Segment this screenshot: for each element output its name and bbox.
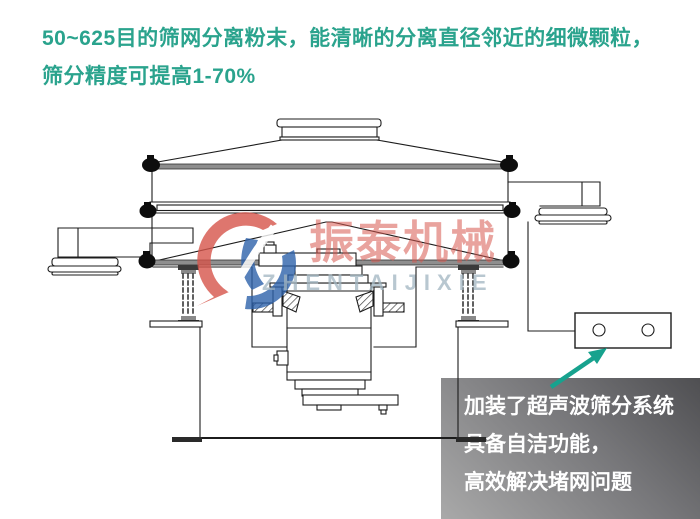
dust-cover-cone [151, 139, 509, 164]
callout-line-3: 高效解决堵网问题 [464, 471, 632, 494]
rim-clamps [138, 155, 521, 269]
ultrasonic-cable [527, 221, 576, 332]
machine-base [149, 320, 509, 442]
discharge-outlet-right [507, 181, 612, 225]
vibration-motor [252, 241, 405, 415]
callout-line-2: 具备自洁功能， [464, 433, 611, 456]
callout-line-1: 加装了超声波筛分系统 [464, 395, 674, 418]
connector-port-icon [592, 323, 606, 337]
upper-deck [149, 163, 511, 214]
ultrasonic-generator-box [574, 312, 672, 349]
headline: 50~625目的筛网分离粉末，能清晰的分离直径邻近的细微颗粒， 筛分精度可提高1… [42, 20, 682, 96]
headline-line-2: 筛分精度可提高1-70% [42, 65, 256, 88]
feed-inlet [276, 118, 382, 141]
headline-line-1: 50~625目的筛网分离粉末，能清晰的分离直径邻近的细微颗粒， [42, 27, 654, 50]
callout-text: 加装了超声波筛分系统 具备自洁功能， 高效解决堵网问题 [441, 378, 700, 502]
connector-port-icon [641, 323, 655, 337]
callout-box: 加装了超声波筛分系统 具备自洁功能， 高效解决堵网问题 [441, 378, 700, 519]
discharge-outlet-left [47, 227, 194, 276]
pointer-arrow-icon [549, 348, 607, 389]
